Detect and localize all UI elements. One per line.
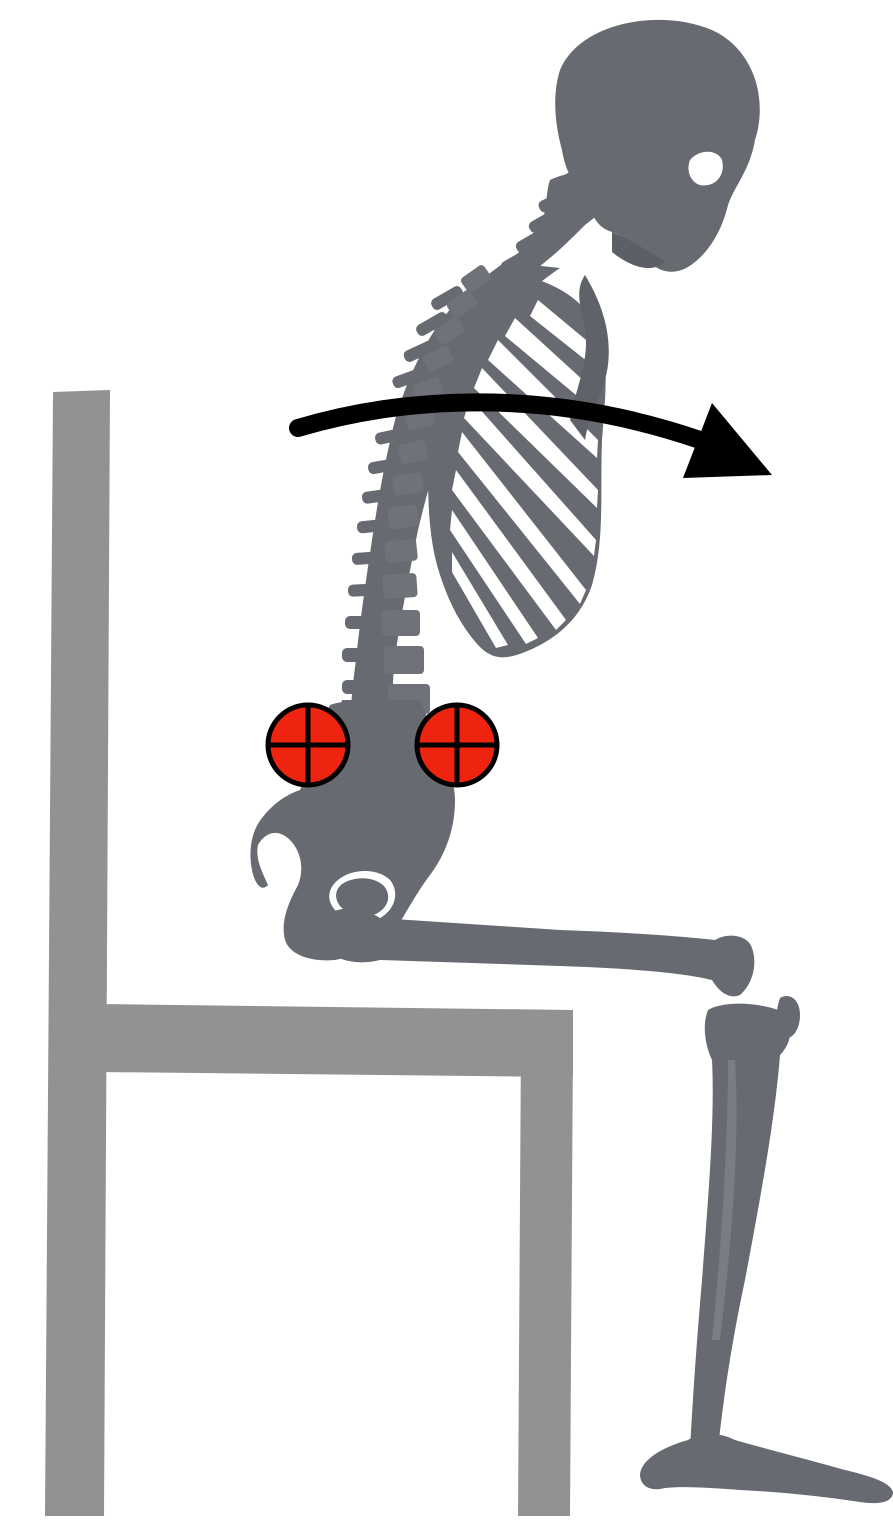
crosshair-marker-icon [268, 705, 348, 785]
crosshair-marker-icon [417, 705, 497, 785]
